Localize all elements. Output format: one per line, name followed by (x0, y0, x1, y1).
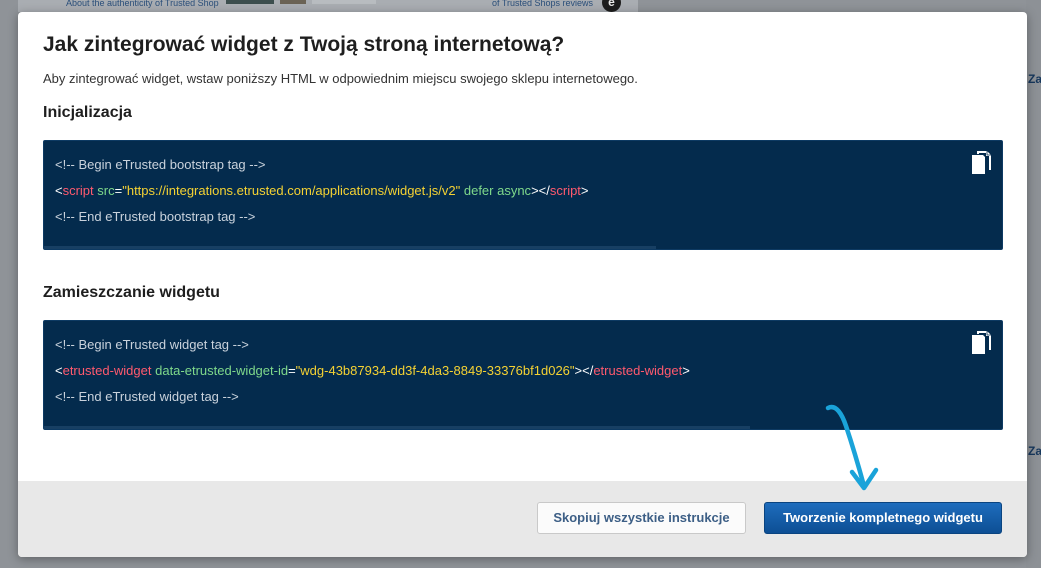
copy-icon[interactable] (970, 150, 994, 176)
code-line-widget: <etrusted-widget data-etrusted-widget-id… (55, 363, 690, 378)
code-block-bootstrap[interactable]: <!-- Begin eTrusted bootstrap tag --> <s… (43, 140, 1003, 250)
modal-title: Jak zintegrować widget z Twoją stroną in… (43, 33, 565, 56)
authenticity-link: About the authenticity of Trusted Shop (66, 0, 219, 8)
code-line-script: <script src="https://integrations.etrust… (55, 183, 589, 198)
copy-all-instructions-button[interactable]: Skopiuj wszystkie instrukcje (537, 502, 746, 534)
background-side-label: Za (1028, 444, 1041, 458)
modal-subtitle: Aby zintegrować widget, wstaw poniższy H… (43, 71, 638, 86)
code-block-widget[interactable]: <!-- Begin eTrusted widget tag --> <etru… (43, 320, 1003, 430)
modal-footer: Skopiuj wszystkie instrukcje Tworzenie k… (18, 481, 1027, 557)
background-thumbnail (312, 0, 376, 4)
background-side-label: Za (1028, 72, 1041, 86)
background-thumbnail (280, 0, 306, 4)
annotation-arrow-icon (825, 404, 879, 491)
create-full-widget-button[interactable]: Tworzenie kompletnego widgetu (764, 502, 1002, 534)
copy-icon[interactable] (970, 330, 994, 356)
trusted-badge-icon: e (602, 0, 621, 12)
code-scrollbar[interactable] (44, 426, 750, 429)
background-right-column (1026, 0, 1041, 568)
section-heading-placement: Zamieszczanie widgetu (43, 284, 220, 301)
code-comment: <!-- Begin eTrusted bootstrap tag --> (55, 157, 266, 172)
section-heading-initialization: Inicjalizacja (43, 104, 132, 121)
code-comment: <!-- End eTrusted bootstrap tag --> (55, 209, 256, 224)
background-header-strip (18, 0, 638, 12)
reviews-link: of Trusted Shops reviews (492, 0, 594, 8)
code-scrollbar[interactable] (44, 246, 656, 249)
code-comment: <!-- End eTrusted widget tag --> (55, 389, 239, 404)
background-thumbnail (226, 0, 274, 4)
code-comment: <!-- Begin eTrusted widget tag --> (55, 337, 249, 352)
